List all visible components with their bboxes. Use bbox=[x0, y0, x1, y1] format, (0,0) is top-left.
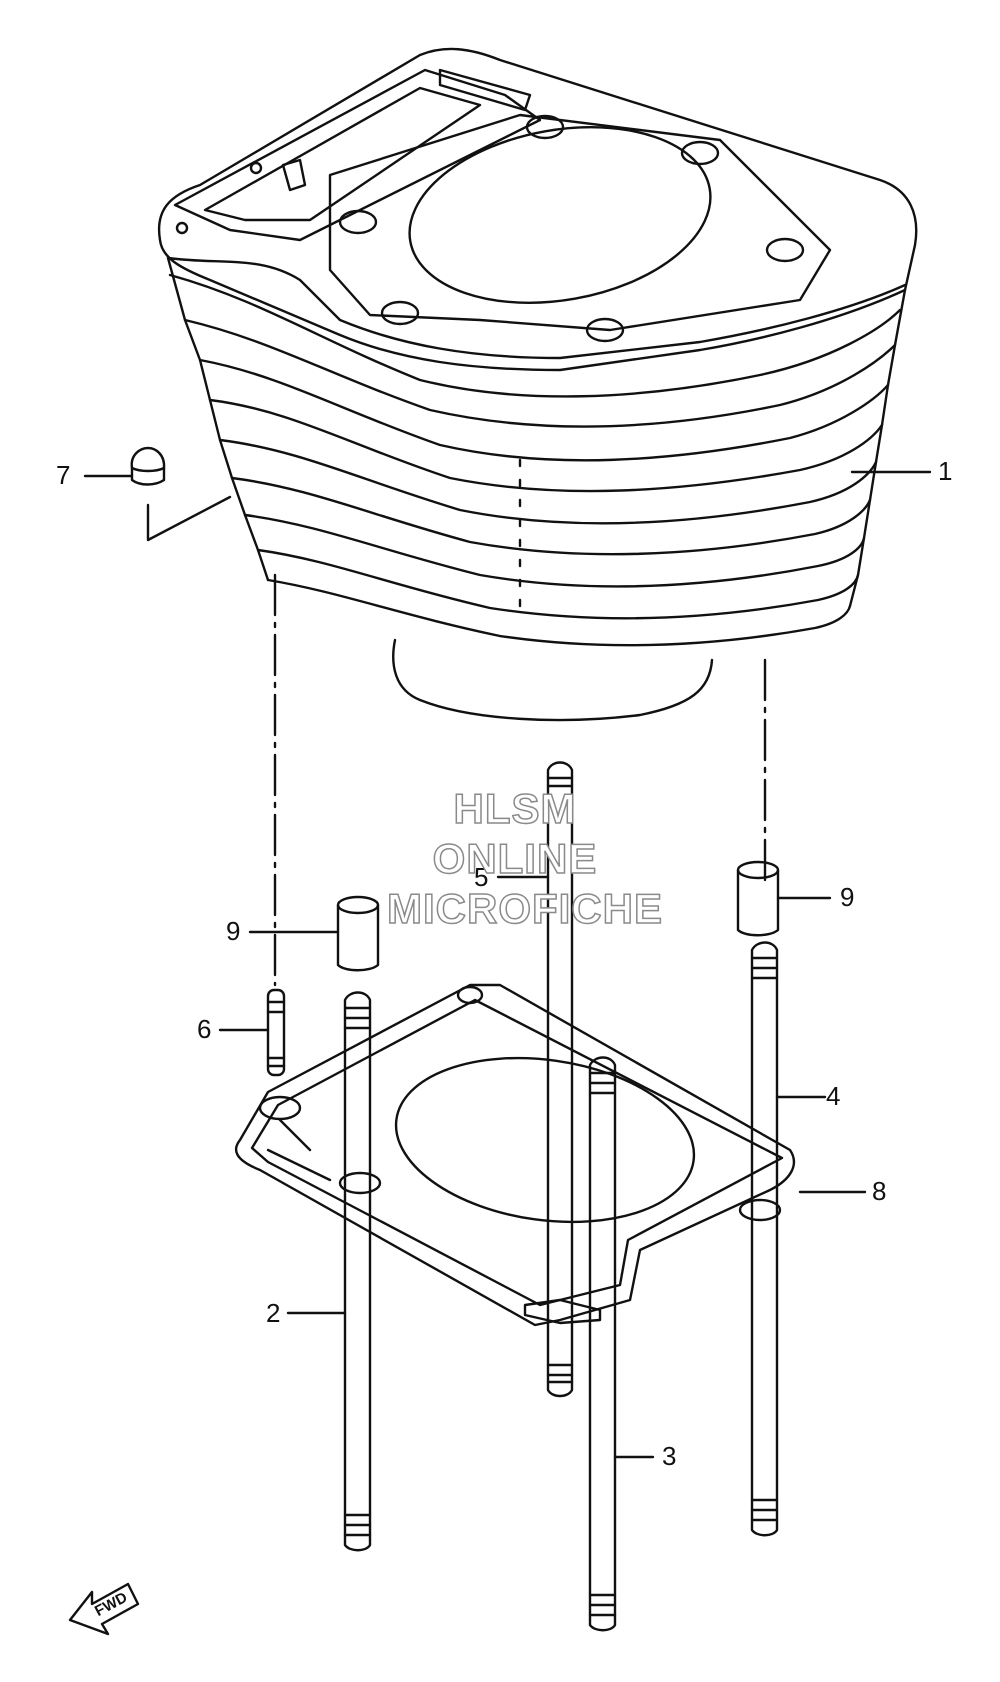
cooling-fin bbox=[168, 273, 902, 398]
callout-5: 5 bbox=[474, 862, 489, 892]
stud-hole bbox=[525, 114, 565, 140]
cooling-fin bbox=[183, 318, 897, 428]
cooling-fin bbox=[243, 513, 866, 588]
head-face-outline bbox=[328, 113, 832, 332]
tab bbox=[281, 158, 307, 192]
cylinder-top-deck bbox=[157, 47, 918, 372]
watermark-line-2: ONLINE bbox=[432, 834, 598, 883]
callout-9-right: 9 bbox=[840, 882, 855, 912]
stud-hole bbox=[338, 209, 378, 235]
stud-bolt-4 bbox=[750, 941, 779, 1537]
stud-bolt-5 bbox=[546, 761, 574, 1398]
callout-4: 4 bbox=[826, 1081, 841, 1111]
small-bolt-hole bbox=[175, 221, 189, 235]
fwd-arrow-icon bbox=[68, 1582, 140, 1636]
cap-nut bbox=[130, 446, 166, 486]
cylinder-skirt bbox=[392, 638, 714, 722]
cap-nut-leader bbox=[146, 495, 232, 542]
small-bolt-hole bbox=[249, 161, 263, 175]
callout-7: 7 bbox=[56, 460, 71, 490]
cylinder-side-right bbox=[848, 288, 907, 608]
callout-6: 6 bbox=[197, 1014, 212, 1044]
stud-hole bbox=[765, 237, 805, 263]
callout-9-left: 9 bbox=[226, 916, 241, 946]
stud-bolt-2 bbox=[343, 991, 372, 1552]
dowel-pin-right bbox=[736, 860, 780, 937]
cooling-fin bbox=[208, 398, 884, 493]
watermark-line-3: MICROFICHE bbox=[386, 884, 663, 933]
cam-chain-opening-inner bbox=[203, 86, 482, 222]
callout-3: 3 bbox=[662, 1441, 677, 1471]
cylinder-side-left bbox=[166, 256, 270, 582]
cylinder-block bbox=[157, 47, 918, 722]
cylinder-bore bbox=[408, 126, 712, 304]
cooling-fin bbox=[256, 548, 860, 620]
watermark-line-1: HLSM bbox=[453, 784, 577, 833]
cooling-fin bbox=[198, 358, 890, 462]
tunnel-slot bbox=[438, 68, 532, 112]
callout-1: 1 bbox=[938, 456, 953, 486]
cam-chain-opening bbox=[173, 68, 542, 242]
stud-bolt-3 bbox=[588, 1056, 617, 1632]
gasket-bore bbox=[394, 1056, 696, 1224]
cooling-fin bbox=[266, 578, 852, 647]
base-gasket bbox=[235, 983, 796, 1327]
cooling-fin bbox=[218, 438, 878, 525]
callout-2: 2 bbox=[266, 1298, 281, 1328]
callout-8: 8 bbox=[872, 1176, 887, 1206]
stud-hole bbox=[585, 317, 625, 343]
cooling-fin bbox=[230, 476, 872, 556]
stud-hole bbox=[680, 140, 720, 166]
dowel-pin-left bbox=[336, 895, 380, 972]
cylinder-deck-edge bbox=[166, 256, 907, 360]
short-stud bbox=[266, 988, 286, 1077]
stud-hole bbox=[380, 300, 420, 326]
